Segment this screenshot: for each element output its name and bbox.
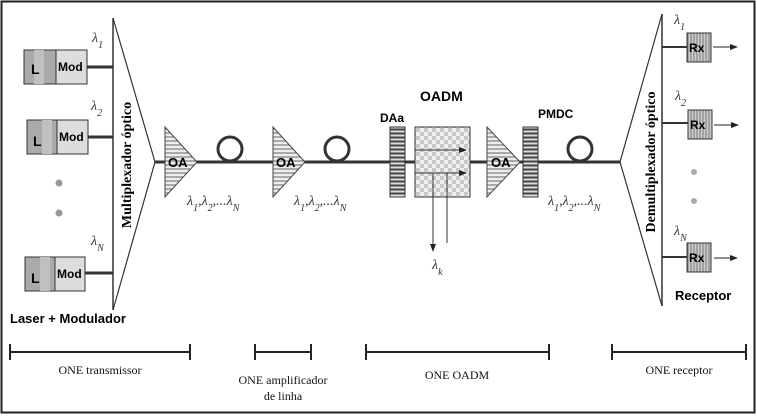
laser-label: L bbox=[33, 133, 42, 149]
laser-label: L bbox=[31, 270, 40, 286]
oadm-block bbox=[414, 126, 471, 252]
demultiplexer-label: Demultiplexador óptico bbox=[644, 92, 659, 233]
rx-label: Rx bbox=[690, 118, 706, 132]
section-line-amplifier-label-2: de linha bbox=[264, 389, 303, 403]
amplifier-label: OA bbox=[168, 155, 188, 170]
receiver-1: Rx λ1 bbox=[662, 13, 738, 63]
ellipsis-dot bbox=[55, 179, 63, 187]
modulator-label: Mod bbox=[57, 267, 82, 281]
section-brackets bbox=[9, 344, 747, 360]
section-oadm-label: ONE OADM bbox=[425, 368, 490, 382]
oadm-title: OADM bbox=[420, 88, 463, 104]
amplifier-label: OA bbox=[276, 155, 296, 170]
transmitter-caption: Laser + Modulador bbox=[10, 311, 126, 326]
fiber-spool bbox=[323, 135, 351, 163]
optical-amplifier-2: OA bbox=[272, 125, 306, 199]
receiver-n: Rx λN bbox=[662, 224, 738, 273]
rx-label: Rx bbox=[689, 41, 705, 55]
transmitter-n: L Mod λN bbox=[24, 234, 113, 292]
section-transmitter-label: ONE transmissor bbox=[59, 363, 142, 377]
receiver-caption: Receptor bbox=[675, 288, 731, 303]
lambda-label: λ1 bbox=[673, 13, 685, 33]
lambda-label: λ1 bbox=[91, 31, 103, 51]
lambda-label: λ2 bbox=[90, 99, 102, 119]
section-receiver-label: ONE receptor bbox=[646, 363, 713, 377]
transmitter-2: L Mod λ2 bbox=[26, 99, 113, 155]
wavelength-sequence: λ1,λ2,...λN bbox=[186, 194, 241, 214]
pmdc-filter bbox=[522, 126, 539, 198]
daa-label: DAa bbox=[380, 111, 404, 125]
wavelength-sequence: λ1,λ2,...λN bbox=[293, 194, 348, 214]
receiver-2: Rx λ2 bbox=[662, 89, 739, 140]
fiber-spool bbox=[216, 135, 244, 163]
multiplexer-label: Multiplexador óptico bbox=[120, 102, 135, 228]
section-line-amplifier-label: ONE amplificador bbox=[239, 373, 328, 387]
demultiplexer: Demultiplexador óptico bbox=[619, 13, 663, 307]
lambda-label: λN bbox=[90, 234, 105, 254]
transmitter-1: L Mod λ1 bbox=[23, 31, 113, 85]
pmdc-label: PMDC bbox=[538, 107, 574, 121]
ellipsis-dot bbox=[691, 198, 697, 204]
optical-amplifier-3: OA bbox=[486, 125, 521, 199]
fiber-spool bbox=[566, 135, 594, 163]
ellipsis-dot bbox=[55, 209, 63, 217]
optical-amplifier-1: OA bbox=[164, 125, 198, 199]
amplifier-label: OA bbox=[491, 155, 511, 170]
modulator-label: Mod bbox=[58, 60, 83, 74]
lambda-label: λN bbox=[673, 224, 688, 244]
modulator-label: Mod bbox=[59, 130, 84, 144]
drop-wavelength: λk bbox=[431, 258, 443, 278]
daa-filter bbox=[389, 126, 406, 198]
rx-label: Rx bbox=[689, 251, 705, 265]
wavelength-sequence: λ1,λ2,...λN bbox=[547, 194, 602, 214]
lambda-label: λ2 bbox=[674, 89, 686, 109]
laser-label: L bbox=[31, 61, 40, 77]
ellipsis-dot bbox=[691, 169, 697, 175]
